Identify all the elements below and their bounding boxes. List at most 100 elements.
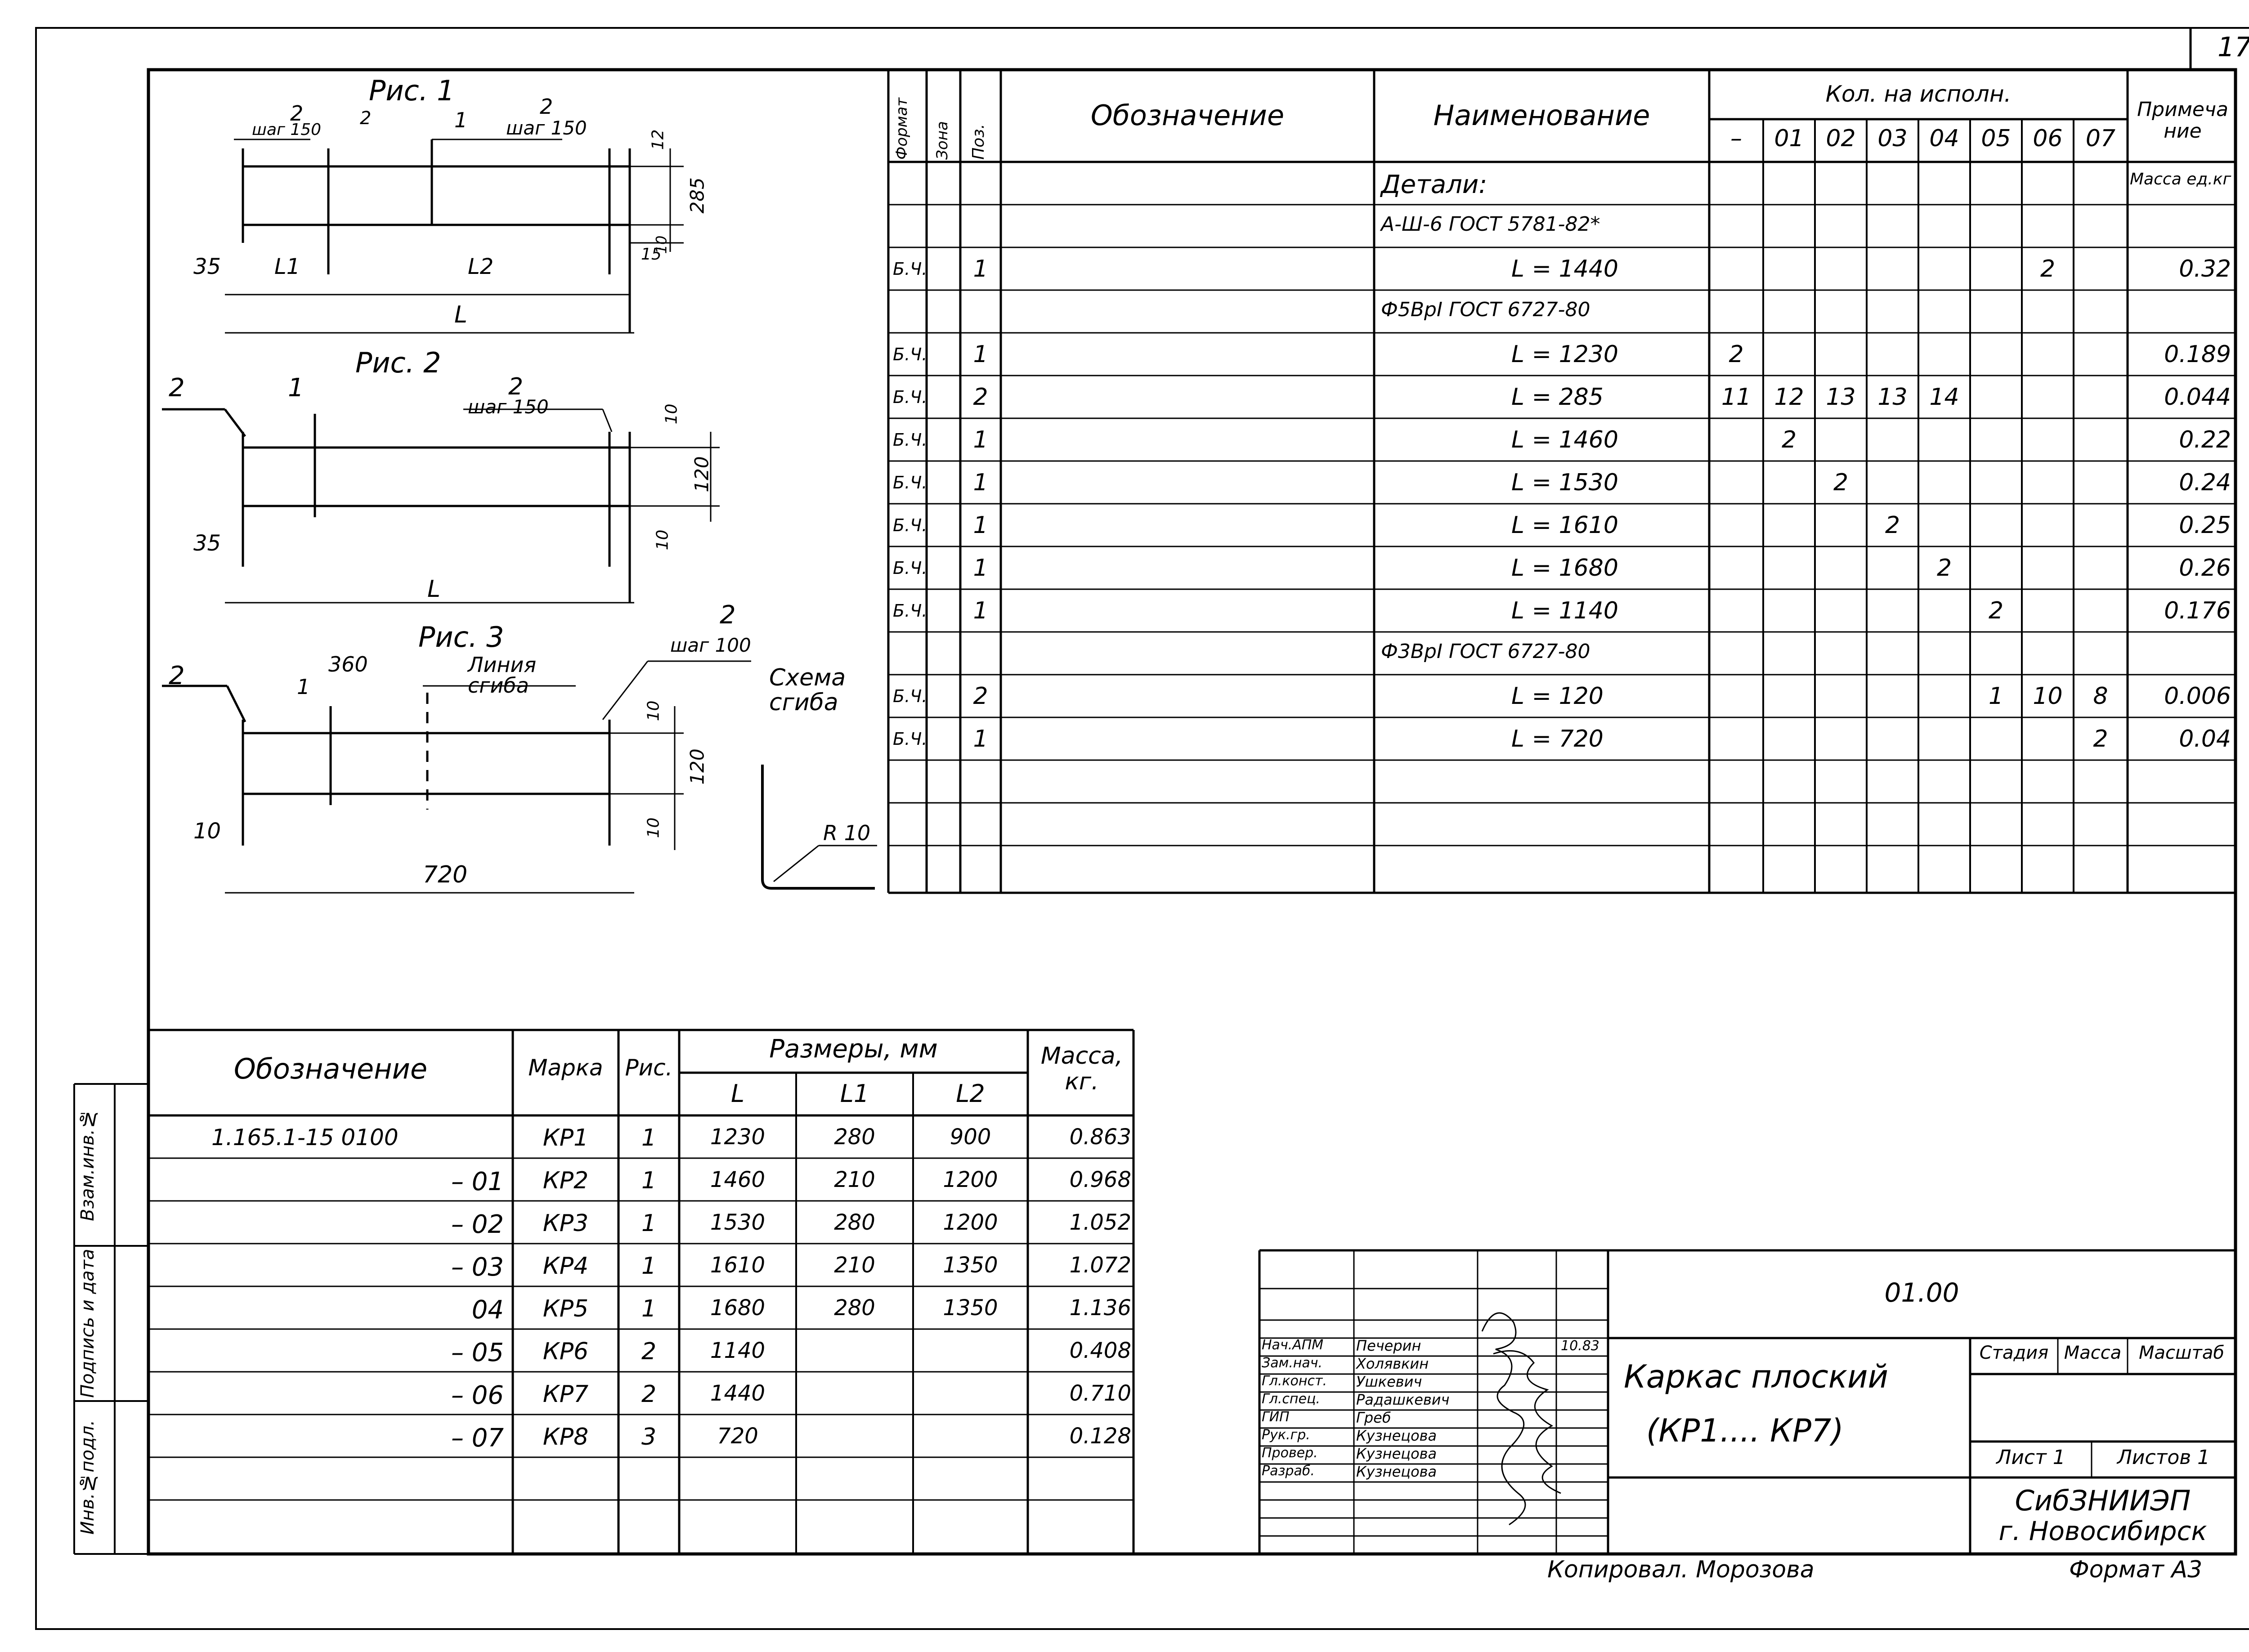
title-person: Холявкин — [1356, 1355, 1429, 1372]
spec-note: 0.26 — [2179, 555, 2231, 582]
figure-3-drawing — [162, 660, 751, 894]
marks-header-fig: Рис. — [625, 1055, 673, 1081]
spec-format: Б.Ч. — [893, 430, 927, 450]
marks-fig: 2 — [641, 1338, 657, 1365]
fig2-label-2b: 2 — [508, 373, 524, 400]
spec-format: Б.Ч. — [893, 601, 927, 621]
spec-header-format: Формат — [893, 98, 911, 160]
spec-name: L = 285 — [1511, 384, 1604, 411]
spec-pos: 1 — [973, 469, 988, 496]
marks-designation: – 06 — [451, 1381, 504, 1410]
bend-radius-label: R 10 — [823, 821, 871, 845]
marks-header-designation: Обозначение — [233, 1052, 428, 1085]
side-stamp-inv: Инв.№подл. — [77, 1420, 98, 1535]
title-role: Гл.спец. — [1262, 1391, 1320, 1407]
spec-qty: 8 — [2093, 683, 2108, 710]
marks-mass: 1.136 — [1069, 1295, 1131, 1321]
marks-l: 1230 — [710, 1124, 766, 1150]
marks-header-l1: L1 — [840, 1079, 869, 1108]
spec-header-designation: Обозначение — [1090, 99, 1285, 132]
spec-exec-header: – — [1730, 125, 1742, 152]
marks-designation: – 07 — [451, 1424, 504, 1453]
spec-qty: 2 — [2093, 725, 2108, 752]
title-person: Кузнецова — [1356, 1445, 1437, 1462]
spec-note: 0.189 — [2164, 341, 2231, 368]
fig1-label-10: 10 — [653, 235, 670, 254]
title-person: Греб — [1356, 1409, 1391, 1426]
spec-qty: 1 — [1988, 683, 2004, 710]
fig1-label-12: 12 — [649, 129, 668, 150]
title-role: Разраб. — [1262, 1463, 1315, 1479]
spec-name: L = 1440 — [1511, 255, 1618, 282]
fig3-label-step: шаг 100 — [670, 634, 751, 656]
title-role: Рук.гр. — [1262, 1427, 1310, 1443]
spec-pos: 1 — [973, 341, 988, 368]
marks-mark: КР3 — [542, 1210, 589, 1237]
spec-format: Б.Ч. — [893, 473, 927, 492]
marks-l: 1440 — [710, 1381, 766, 1406]
title-sheets-label: Листов 1 — [2117, 1446, 2210, 1469]
marks-designation: – 05 — [451, 1338, 504, 1367]
title-role: Провер. — [1262, 1445, 1318, 1461]
marks-designation: – 02 — [451, 1210, 504, 1239]
marks-designation: – 01 — [451, 1167, 504, 1196]
spec-pos: 1 — [973, 555, 988, 582]
fig2-label-10a: 10 — [662, 403, 681, 425]
spec-name: L = 1680 — [1511, 555, 1618, 582]
spec-name: L = 1460 — [1511, 426, 1618, 453]
marks-l: 1460 — [710, 1167, 766, 1192]
footer-format: Формат А3 — [2069, 1556, 2203, 1583]
marks-mass: 1.052 — [1069, 1210, 1131, 1235]
fig2-label-120: 120 — [690, 456, 713, 492]
marks-fig: 1 — [641, 1295, 657, 1322]
fig1-label-15: 15 — [641, 245, 662, 264]
marks-fig: 1 — [641, 1167, 657, 1194]
marks-header-l: L — [730, 1079, 745, 1108]
sheet-number: 17 — [2218, 31, 2249, 63]
marks-fig: 3 — [641, 1424, 657, 1451]
spec-name: Ф3BpI ГОСТ 6727-80 — [1381, 640, 1590, 663]
figure-3-title: Рис. 3 — [418, 621, 504, 654]
marks-l: 720 — [717, 1424, 758, 1449]
marks-l1: 280 — [834, 1210, 875, 1235]
spec-note: 0.25 — [2179, 512, 2231, 539]
spec-header-pos: Поз. — [969, 124, 988, 160]
spec-pos: 2 — [973, 683, 988, 710]
fig1-label-1: 1 — [454, 108, 468, 132]
spec-qty: 11 — [1721, 384, 1752, 411]
spec-note: 0.22 — [2179, 426, 2231, 453]
spec-qty: 12 — [1774, 384, 1804, 411]
spec-qty: 2 — [1729, 341, 1744, 368]
fig2-label-35: 35 — [193, 531, 221, 556]
fig3-label-10c: 10 — [193, 819, 221, 844]
fig1-label-l2: L2 — [468, 254, 494, 279]
marks-l2: 1350 — [943, 1253, 998, 1278]
spec-exec-header: 06 — [2033, 125, 2063, 152]
spec-format: Б.Ч. — [893, 729, 927, 749]
spec-note: 0.044 — [2164, 384, 2231, 411]
spec-qty: 2 — [1936, 555, 1952, 582]
spec-name: L = 1530 — [1511, 469, 1618, 496]
spec-note: Масса ед.кг — [2130, 170, 2231, 188]
fig3-label-1: 1 — [297, 675, 310, 699]
marks-l: 1530 — [710, 1210, 766, 1235]
spec-pos: 2 — [973, 384, 988, 411]
figure-1-title: Рис. 1 — [369, 74, 455, 107]
title-org-line-1: СибЗНИИЭП — [2015, 1484, 2191, 1517]
bend-scheme-drawing — [761, 765, 877, 890]
marks-l1: 210 — [834, 1167, 875, 1192]
spec-exec-header: 04 — [1929, 125, 1959, 152]
spec-format: Б.Ч. — [893, 686, 927, 706]
marks-l1: 280 — [834, 1124, 875, 1150]
spec-exec-header: 05 — [1981, 125, 2011, 152]
spec-exec-header: 02 — [1826, 125, 1856, 152]
fig1-label-2b: 2 — [360, 108, 372, 129]
fig1-label-35: 35 — [193, 254, 221, 279]
signature-scribbles — [1481, 1312, 1561, 1526]
spec-format: Б.Ч. — [893, 515, 927, 535]
fig3-label-360: 360 — [328, 652, 368, 676]
title-date: 10.83 — [1561, 1338, 1599, 1354]
fig2-label-10b: 10 — [653, 529, 672, 551]
marks-l2: 1200 — [943, 1167, 998, 1192]
